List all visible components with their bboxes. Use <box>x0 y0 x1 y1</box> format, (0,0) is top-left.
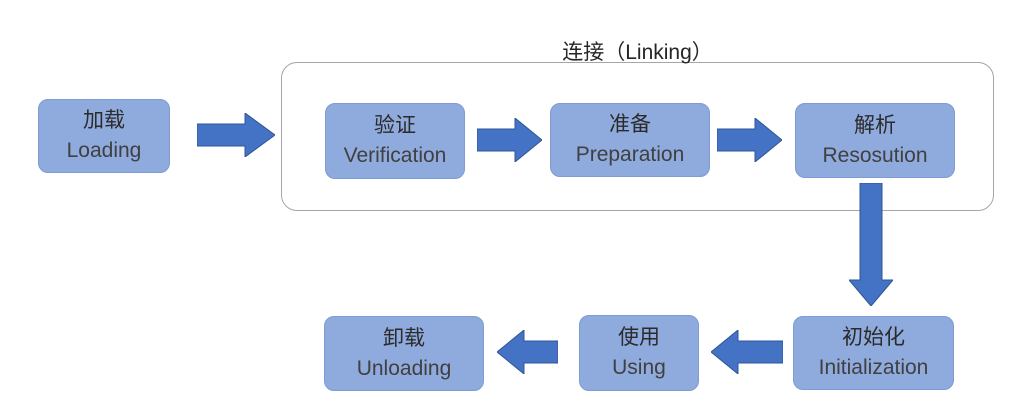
node-using: 使用 Using <box>579 315 699 391</box>
arrow-left-icon <box>711 330 783 374</box>
arrow-down-icon <box>849 183 893 306</box>
node-resolution-label-zh: 解析 <box>854 113 896 137</box>
arrow-left-icon <box>497 330 558 374</box>
linking-group-title: 连接（Linking） <box>562 41 713 64</box>
node-unloading-label-en: Unloading <box>356 356 452 380</box>
node-resolution: 解析 Resosution <box>795 103 955 178</box>
node-unloading: 卸载 Unloading <box>324 316 484 391</box>
arrow-right-icon <box>197 113 275 157</box>
linking-group-frame <box>281 62 994 211</box>
node-resolution-label-en: Resosution <box>822 143 928 167</box>
node-verification: 验证 Verification <box>325 103 465 179</box>
node-initialization-label-zh: 初始化 <box>842 326 905 349</box>
node-using-label-en: Using <box>612 356 666 379</box>
node-using-label-zh: 使用 <box>618 326 660 349</box>
node-loading: 加载 Loading <box>38 99 170 173</box>
node-verification-label-zh: 验证 <box>374 114 416 137</box>
node-initialization: 初始化 Initialization <box>793 316 954 390</box>
node-verification-label-en: Verification <box>343 144 447 167</box>
arrow-right-icon <box>477 118 542 162</box>
node-loading-label-en: Loading <box>66 139 142 162</box>
node-initialization-label-en: Initialization <box>818 356 929 379</box>
node-preparation-label-en: Preparation <box>575 143 685 166</box>
node-unloading-label-zh: 卸载 <box>383 326 425 350</box>
node-preparation: 准备 Preparation <box>550 103 710 177</box>
arrow-right-icon <box>717 118 782 162</box>
node-loading-label-zh: 加载 <box>83 109 125 132</box>
node-preparation-label-zh: 准备 <box>609 113 651 136</box>
